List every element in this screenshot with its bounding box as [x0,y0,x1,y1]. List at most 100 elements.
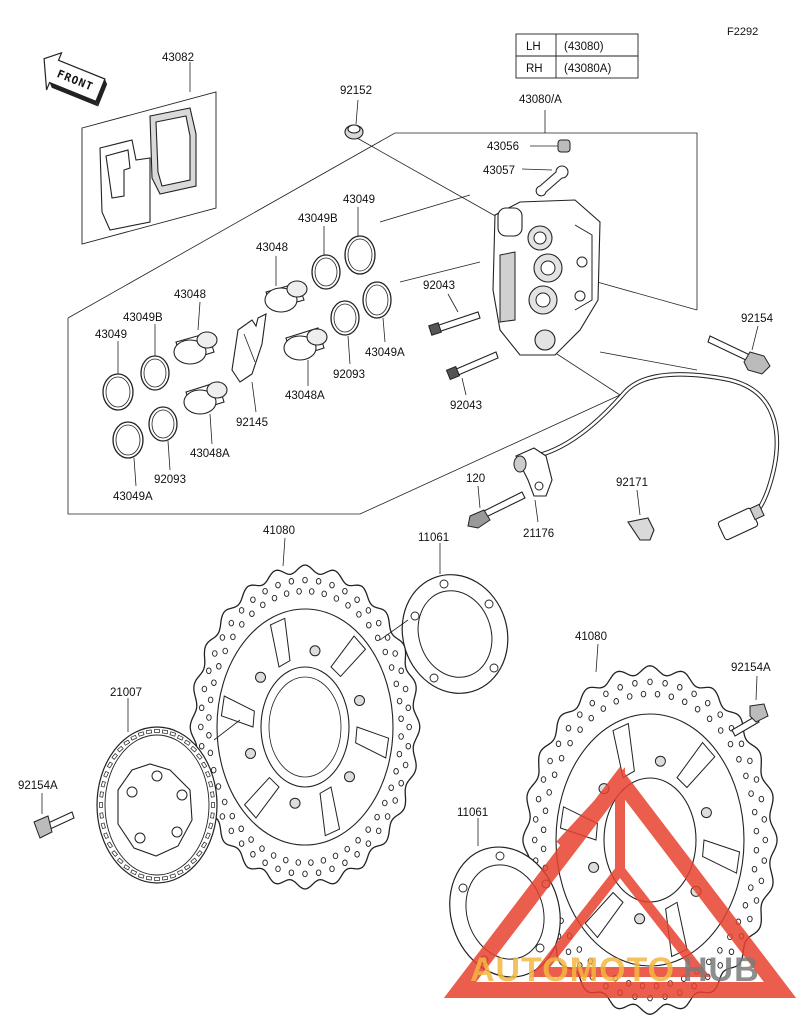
disc-drill-hole [320,857,327,864]
disc-drill-hole [542,807,549,815]
disc-drill-hole [405,742,412,750]
disc-drill-hole [531,836,538,844]
disc-drill-hole [691,690,697,698]
abs-rotor-slot [130,869,138,876]
pad-spring [231,313,267,413]
abs-rotor-slot [161,729,169,735]
piston-seal-92093-left [148,406,178,471]
disc-bolt-hole [309,645,321,657]
disc-drill-hole [540,776,547,783]
disc-drill-hole [388,784,394,791]
abs-rotor-slot [123,739,131,746]
disc-drill-hole [535,795,542,803]
disc-drill-hole [613,698,619,705]
disc-drill-hole [728,948,735,956]
disc-spoke-cutout [702,839,741,874]
disc-drill-hole [540,826,547,834]
disc-drill-hole [393,768,399,775]
disc-drill-hole [211,679,217,686]
disc-spoke-cutout [612,722,635,779]
disc-drill-hole [392,650,398,657]
disc-drill-hole [398,733,404,740]
abs-rotor-slot [145,875,153,881]
disc-drill-hole [717,727,724,734]
disc-drill-hole [398,779,404,787]
disc-drill-hole [271,594,278,602]
brake-disc-left [189,537,421,890]
watermark-text-part1: AUTOMOTO [470,951,675,989]
disc-drill-hole [406,723,412,731]
disc-drill-hole [748,790,754,797]
disc-drill-hole [617,684,623,691]
disc-drill-hole [201,685,208,693]
disc-drill-hole [384,813,391,820]
disc-drill-hole [640,690,647,698]
label-43056: 43056 [487,141,519,153]
disc-drill-hole [753,846,760,854]
disc-drill-hole [375,827,382,835]
disc-drill-hole [577,726,583,733]
disc-drill-hole [374,634,381,642]
disc-drill-hole [546,789,552,796]
disc-drill-hole [365,826,371,833]
abs-rotor-slot [208,822,214,830]
caliper-bolt-bottom [445,351,499,396]
disc-drill-hole [315,578,322,585]
label-92154A-left: 92154A [18,780,58,792]
disc-drill-hole [302,870,308,878]
disc-drill-hole [215,783,222,790]
abs-rotor-slot [208,780,214,788]
disc-spoke-cutout [330,635,367,678]
abs-rotor-slot [130,734,138,741]
disc-drill-hole [354,851,360,858]
disc-drill-hole [654,690,661,698]
piston-seal-92093-mid [330,300,360,365]
disc-drill-hole [565,948,572,956]
abs-rotor-slot [111,850,118,857]
disc-drill-hole [329,865,335,873]
abs-rotor-slot [100,780,106,788]
disc-drill-hole [753,776,760,783]
disc-drill-hole [206,732,212,739]
side-table-lh: LH [526,41,541,53]
disc-drill-hole [396,697,403,705]
disc-drill-hole [275,865,281,873]
label-43048-left: 43048 [174,289,206,301]
brake-pads [81,62,217,245]
disc-drill-hole [295,859,302,866]
label-43057: 43057 [483,165,515,177]
piston-seal-43049B-left [140,324,170,391]
piston-seal-43049A-left [112,421,144,487]
disc-drill-hole [632,680,638,687]
disc-drill-hole [727,740,734,748]
piston-43048A-mid [283,327,328,386]
disc-drill-hole [302,576,308,584]
disc-drill-hole [402,761,409,769]
watermark-text: AUTOMOTO HUB [470,951,759,989]
disc-drill-hole [288,869,295,876]
disc-drill-hole [356,611,362,618]
disc-drill-hole [342,587,348,595]
abs-rotor-slot [106,841,113,849]
disc-drill-hole [206,667,212,675]
disc-bolt-hole [354,695,365,706]
abs-rotor-slot [106,761,113,769]
disc-drill-hole [738,740,745,748]
disc-bolt-hole [344,771,355,783]
label-43080A: 43080/A [519,94,562,106]
disc-drill-hole [704,699,711,707]
disc-drill-hole [388,664,395,671]
disc-drill-hole [229,812,236,820]
disc-drill-hole [230,633,236,641]
disc-spoke-cutout [355,726,390,759]
abs-rotor-slot [176,869,184,876]
disc-drill-hole [207,749,214,757]
disc-bolt-hole [634,913,646,925]
brake-caliper [492,199,601,356]
disc-drill-hole [706,715,713,723]
abs-rotor-slot [103,832,109,840]
disc-drill-hole [354,596,360,603]
disc-drill-hole [366,621,372,629]
disc-drill-hole [706,958,712,966]
disc-gasket-bottom [449,818,561,978]
